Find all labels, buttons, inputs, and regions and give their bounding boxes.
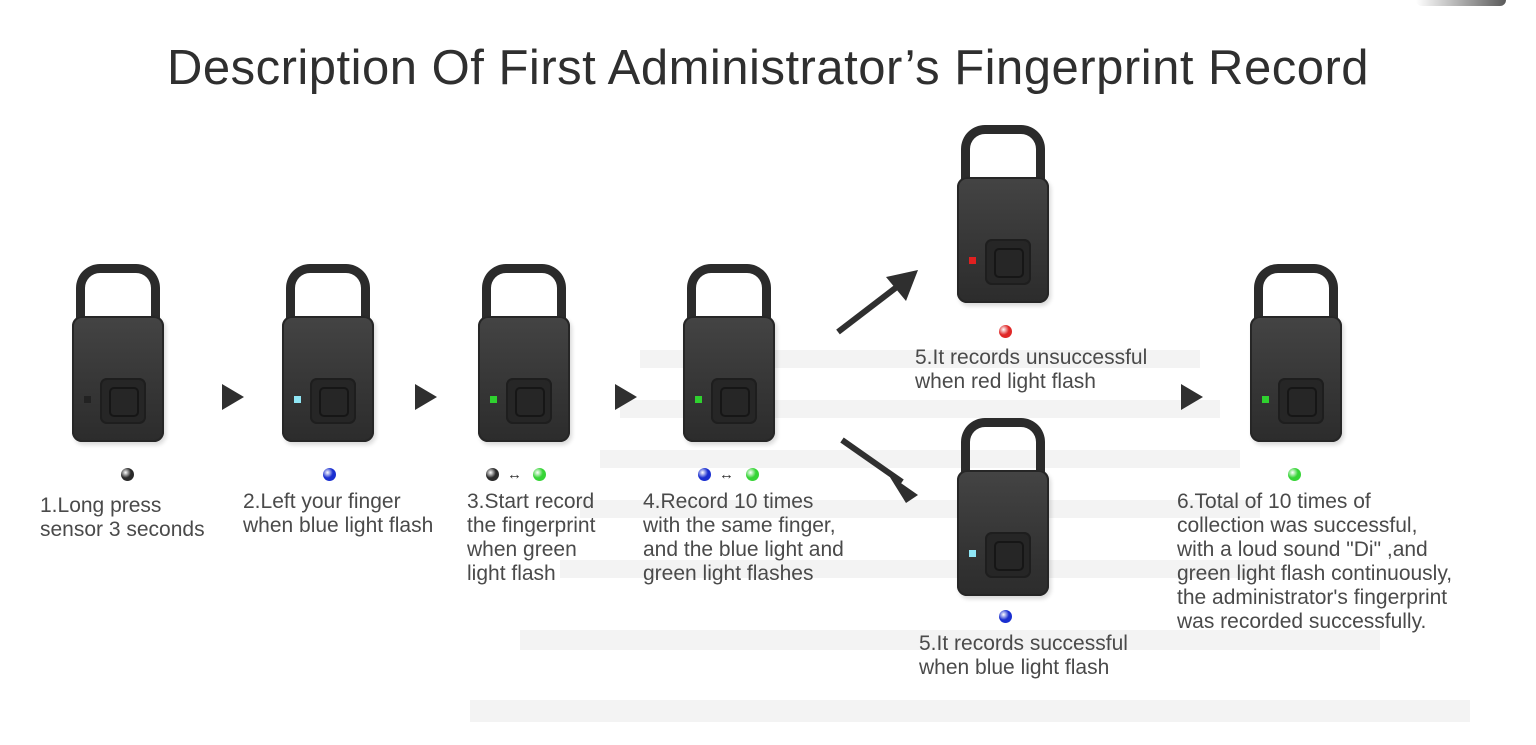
padlock-shackle	[1254, 264, 1338, 330]
step2-caption: 2.Left your finger when blue light flash	[243, 490, 434, 537]
padlock-body	[957, 177, 1049, 303]
padlock-body	[957, 470, 1049, 596]
led-indicator	[294, 396, 301, 403]
flow-arrow	[222, 384, 244, 410]
background-stripe	[640, 350, 1200, 368]
padlock-shackle	[76, 264, 160, 330]
background-stripe	[580, 500, 1260, 518]
step5-fail-caption: 5.It records unsuccessful when red light…	[915, 346, 1148, 393]
background-stripe	[560, 560, 1280, 578]
indicator-ball	[1288, 468, 1301, 481]
branch-arrows	[836, 270, 918, 503]
padlock-body	[72, 316, 164, 442]
diagram-title: Description Of First Administrator’s Fin…	[166, 41, 1370, 95]
step1-caption: 1.Long press sensor 3 seconds	[40, 494, 205, 541]
indicator-ball	[323, 468, 336, 481]
step4-caption: 4.Record 10 times with the same finger, …	[643, 490, 844, 585]
padlock-body	[282, 316, 374, 442]
step3-caption: 3.Start record the fingerprint when gree…	[467, 490, 596, 585]
indicator-ball	[999, 325, 1012, 338]
padlock-shackle	[482, 264, 566, 330]
fingerprint-sensor	[985, 532, 1031, 578]
flow-arrow	[615, 384, 637, 410]
fingerprint-sensor	[506, 378, 552, 424]
double-arrow-icon: ↔	[719, 466, 734, 483]
flow-arrow	[415, 384, 437, 410]
step5-success-caption: 5.It records successful when blue light …	[919, 632, 1128, 679]
background-stripe	[600, 450, 1240, 468]
padlock-step4	[683, 264, 783, 442]
padlock-step5-success	[957, 418, 1057, 596]
padlock-body	[478, 316, 570, 442]
background-stripe	[520, 630, 1380, 650]
padlock-step1	[72, 264, 172, 442]
led-indicator	[84, 396, 91, 403]
led-indicator	[969, 257, 976, 264]
indicator-ball	[533, 468, 546, 481]
indicator-ball	[746, 468, 759, 481]
fingerprint-sensor	[985, 239, 1031, 285]
indicator-ball	[486, 468, 499, 481]
padlock-step5-fail	[957, 125, 1057, 303]
padlock-shackle	[687, 264, 771, 330]
led-indicator	[1262, 396, 1269, 403]
arrow-down-right-icon	[840, 437, 904, 485]
padlock-step2	[282, 264, 382, 442]
arrow-up-right-icon	[836, 280, 904, 335]
arrow-down-right-head	[888, 474, 918, 503]
fingerprint-sensor	[711, 378, 757, 424]
padlock-step6	[1250, 264, 1350, 442]
fingerprint-sensor	[310, 378, 356, 424]
background-stripe	[470, 700, 1470, 722]
led-indicator	[695, 396, 702, 403]
padlock-shackle	[286, 264, 370, 330]
double-arrow-icon: ↔	[507, 466, 522, 483]
padlock-shackle	[961, 125, 1045, 191]
step6-caption: 6.Total of 10 times of collection was su…	[1177, 490, 1453, 633]
corner-decoration	[1416, 0, 1506, 6]
padlock-body	[683, 316, 775, 442]
indicator-ball	[698, 468, 711, 481]
padlock-step3	[478, 264, 578, 442]
indicator-ball	[121, 468, 134, 481]
flow-arrow	[1181, 384, 1203, 410]
padlock-body	[1250, 316, 1342, 442]
indicator-ball	[999, 610, 1012, 623]
fingerprint-sensor	[100, 378, 146, 424]
arrow-up-right-head	[886, 270, 918, 301]
padlock-shackle	[961, 418, 1045, 484]
led-indicator	[490, 396, 497, 403]
fingerprint-sensor	[1278, 378, 1324, 424]
led-indicator	[969, 550, 976, 557]
